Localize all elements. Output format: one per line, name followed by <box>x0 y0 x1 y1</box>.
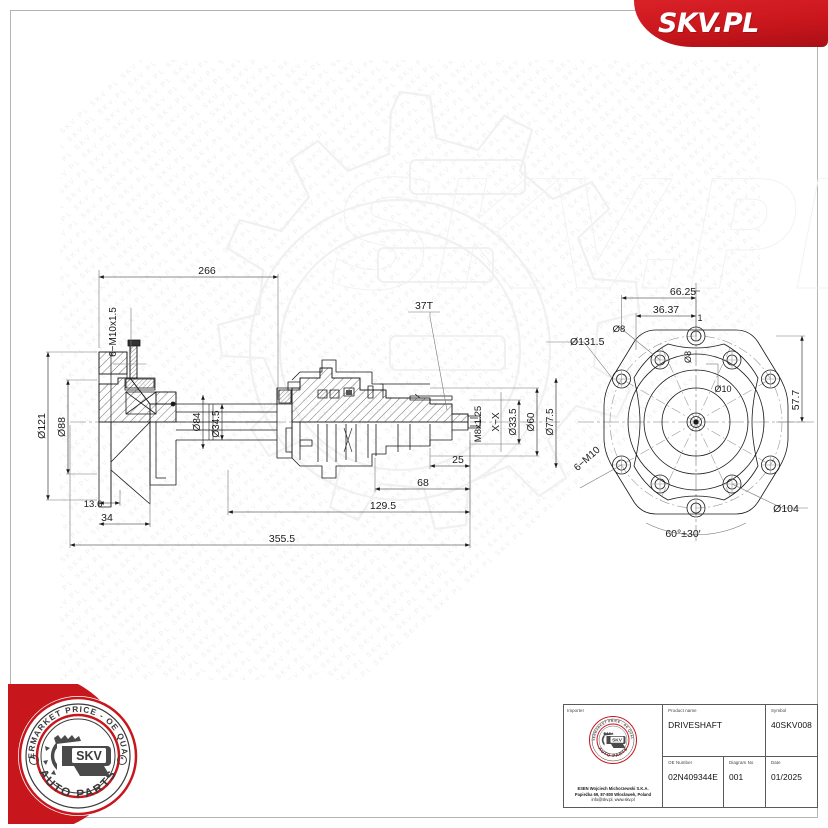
dim-dia-33-5: Ø33.5 <box>508 408 519 436</box>
dim-37t: 37T <box>415 300 434 312</box>
info-row-oe: OE Number 02N409344E Diagram No 001 Date… <box>663 756 817 808</box>
date-value: 01/2025 <box>771 771 802 782</box>
product-name-value: DRIVESHAFT <box>668 720 723 730</box>
banner-shape <box>634 0 828 47</box>
dim-dia-10: Ø10 <box>714 384 731 394</box>
dim-34: 34 <box>101 512 113 524</box>
dim-dia-131-5: Ø131.5 <box>570 336 605 348</box>
importer-address-block: ESEN Wojciech Michorzewski S.K.A. Papież… <box>575 786 651 805</box>
importer-contact: info@skv.pl, www.skv.pl <box>591 797 635 803</box>
product-name-label: Product name <box>668 708 697 713</box>
dim-dia-60: Ø60 <box>526 412 537 431</box>
dim-13-6: 13.6 <box>84 499 103 510</box>
badge-seal-icon: AFTERMARKET PRICE - OE QUALITY AUTO PART… <box>14 692 138 816</box>
date-cell: Date 01/2025 <box>765 756 817 807</box>
dim-355-5: 355.5 <box>269 533 295 545</box>
product-name-cell: Product name DRIVESHAFT <box>663 705 765 756</box>
symbol-label: Symbol <box>771 708 787 713</box>
dim-dia-121: Ø121 <box>36 413 48 439</box>
oe-number-value: 02N409344E <box>668 771 718 782</box>
date-label: Date <box>771 759 781 765</box>
seal-center-text: SKV <box>612 737 623 743</box>
info-table-fields: Product name DRIVESHAFT Symbol 40SKV008 … <box>663 705 817 807</box>
importer-cell: Importer AFTERMARKET PRICE - OE QUALITY … <box>564 705 664 807</box>
dim-68: 68 <box>417 477 429 489</box>
dim-dia-77-5: Ø77.5 <box>545 408 556 436</box>
dim-dia-8-top: Ø8 <box>683 351 693 363</box>
dim-thread-6-m10x15: 6−M10x1.5 <box>108 307 119 357</box>
oe-number-label: OE Number <box>668 759 693 765</box>
diagram-no-cell: Diagram No 001 <box>723 756 765 807</box>
importer-address: Papieżka 69, 87-800 Włocławek, Poland <box>574 791 652 797</box>
diagram-no-value: 001 <box>729 771 744 782</box>
dim-dia-34-5: Ø34.5 <box>211 410 222 438</box>
dim-section-xx: X−X <box>491 412 502 432</box>
brand-banner: SKV.PL <box>634 0 828 47</box>
dim-36-37: 36.37 <box>653 304 679 316</box>
dim-dia-84: Ø84 <box>192 412 203 431</box>
dim-129-5: 129.5 <box>370 500 396 512</box>
dim-266: 266 <box>198 265 216 277</box>
importer-name: ESEN Wojciech Michorzewski S.K.A. <box>577 786 649 792</box>
badge-center-text: SKV <box>76 749 102 763</box>
dim-25: 25 <box>452 454 464 466</box>
diagram-no-label: Diagram No <box>729 759 754 765</box>
dim-66-25: 66.25 <box>670 286 696 298</box>
symbol-value: 40SKV008 <box>771 720 812 730</box>
oe-number-cell: OE Number 02N409344E <box>663 757 723 808</box>
importer-label: Importer <box>567 708 585 713</box>
dim-angle-60: 60°±30′ <box>665 528 700 540</box>
info-table: Importer AFTERMARKET PRICE - OE QUALITY … <box>563 704 818 808</box>
symbol-cell: Symbol 40SKV008 <box>765 705 817 756</box>
dim-6-m10: 6−M10 <box>572 444 603 473</box>
dim-dia-8-left: Ø8 <box>613 324 626 335</box>
dim-1: 1 <box>697 313 702 323</box>
dim-dia-104: Ø104 <box>773 503 799 515</box>
dim-thread-m8: M8x1.25 <box>473 406 484 442</box>
info-row-product: Product name DRIVESHAFT Symbol 40SKV008 <box>663 705 817 757</box>
dim-57-7: 57.7 <box>790 390 802 411</box>
quality-badge: AFTERMARKET PRICE - OE QUALITY AUTO PART… <box>8 684 148 824</box>
brand-logo-text: SKV.PL <box>658 8 759 39</box>
sheet-border <box>10 10 818 818</box>
importer-seal-icon: AFTERMARKET PRICE - OE QUALITY AUTO PART… <box>588 715 638 764</box>
dim-dia-88: Ø88 <box>56 417 68 437</box>
